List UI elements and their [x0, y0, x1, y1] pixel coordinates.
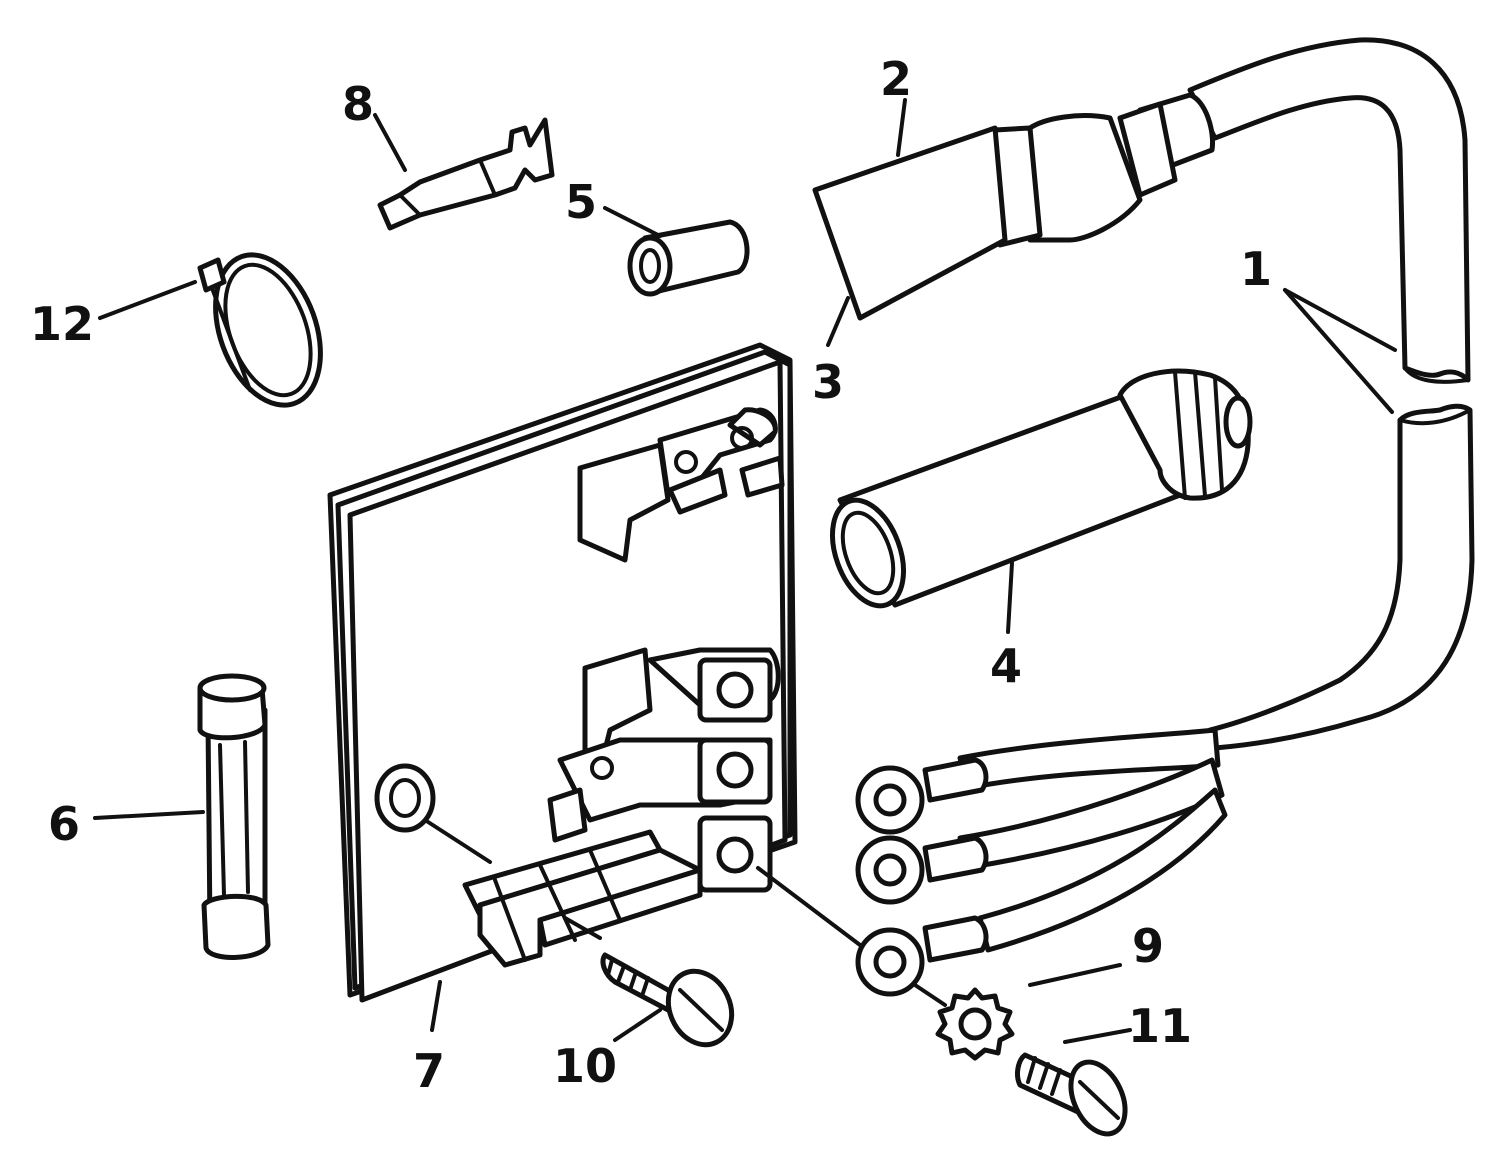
- ring-terminal-top: [855, 757, 989, 835]
- board-mounting-hole: [374, 763, 436, 833]
- lower-fuse-clip: [462, 815, 773, 968]
- alignment-screw-10: [423, 818, 492, 864]
- mounting-screw: [600, 952, 735, 1048]
- leader-6: [93, 810, 205, 820]
- leader-2: [896, 98, 907, 157]
- ring-terminal-bottom: [855, 915, 989, 997]
- fuse-holder-board: [327, 342, 798, 1003]
- callout-7: 7: [413, 1044, 445, 1098]
- spade-terminal: [377, 117, 555, 231]
- callout-10: 10: [553, 1039, 617, 1093]
- wire-harness-cable: [855, 37, 1475, 997]
- callout-5: 5: [565, 175, 597, 229]
- cable-tie: [197, 252, 323, 408]
- alignment-screw-11b: [913, 983, 947, 1007]
- leader-11: [1063, 1028, 1132, 1044]
- connector-housing: [812, 92, 1216, 321]
- callout-6: 6: [48, 797, 80, 851]
- leader-3: [826, 296, 850, 347]
- star-lock-washer: [935, 987, 1015, 1061]
- middle-fuse-clip: [547, 647, 781, 843]
- terminal-screw: [1015, 1052, 1128, 1137]
- leader-7: [430, 980, 442, 1032]
- alignment-screw-11: [756, 866, 862, 947]
- callout-12: 12: [30, 297, 94, 351]
- rubber-boot: [830, 368, 1253, 609]
- leader-4: [1006, 561, 1014, 634]
- callout-1: 1: [1240, 242, 1272, 296]
- callout-8: 8: [342, 77, 374, 131]
- sleeve: [627, 219, 750, 297]
- leader-lines: [93, 98, 1397, 1044]
- callout-2: 2: [880, 52, 912, 106]
- callout-4: 4: [990, 639, 1022, 693]
- leader-1b: [1283, 288, 1394, 414]
- callout-3: 3: [812, 355, 844, 409]
- callout-labels: 1 2 3 4 5 6 7 8 9 10 11 12: [30, 52, 1272, 1098]
- leader-8: [373, 113, 407, 172]
- leader-1a: [1283, 288, 1397, 352]
- glass-fuse: [197, 673, 271, 960]
- ring-terminal-middle: [855, 835, 989, 905]
- leader-5: [603, 206, 662, 238]
- leader-9: [1028, 963, 1122, 987]
- leader-10: [613, 1008, 662, 1042]
- leader-12: [98, 280, 197, 320]
- callout-9: 9: [1132, 919, 1164, 973]
- alignment-screw-10b: [563, 916, 602, 940]
- upper-fuse-clip: [577, 407, 785, 563]
- callout-11: 11: [1128, 999, 1192, 1053]
